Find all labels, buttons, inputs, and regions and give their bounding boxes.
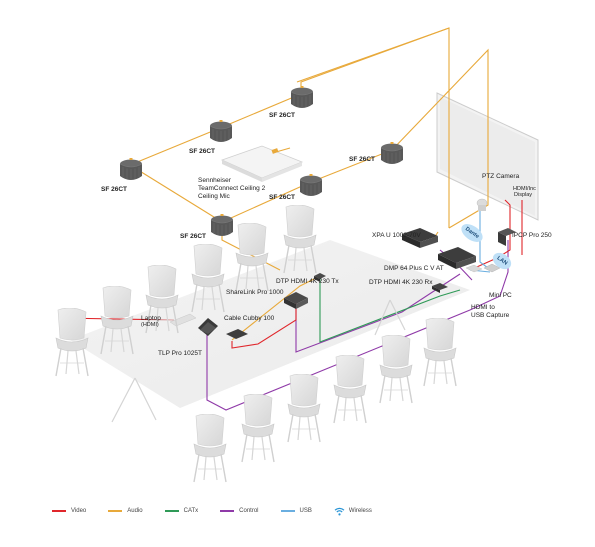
label-sf-top: SF 26CT — [269, 112, 296, 119]
label-sf-far-left: SF 26CT — [101, 186, 128, 193]
label-ptz-camera: PTZ Camera — [482, 173, 520, 180]
legend-label-catx: CATx — [183, 508, 199, 514]
legend-item-catx: CATx — [164, 508, 199, 514]
conference-table — [70, 240, 470, 408]
legend-item-usb: USB — [280, 508, 312, 514]
legend-swatch-catx — [164, 510, 179, 512]
catx-cabling — [319, 275, 461, 343]
label-sf-front: SF 26CT — [180, 233, 207, 240]
legend-label-video: Video — [71, 508, 87, 514]
speaker-sf-front — [210, 214, 234, 237]
ceiling-mic-panel — [220, 145, 304, 182]
legend-swatch-video — [52, 510, 66, 512]
label-ceiling-mic-line1: Sennheiser — [198, 177, 231, 184]
table-legs — [111, 299, 406, 423]
speaker-sf-right-mid — [299, 174, 323, 197]
speaker-sf-top — [290, 86, 314, 109]
label-cable-cubby: Cable Cubby 100 — [224, 315, 275, 322]
label-sf-left-back: SF 26CT — [189, 148, 216, 155]
label-xpa: XPA U 1002-70V — [372, 232, 421, 239]
legend-label-wireless: Wireless — [348, 508, 372, 514]
legend-label-usb: USB — [299, 508, 312, 514]
legend: Video Audio CATx Control USB Wireless — [52, 505, 394, 517]
label-sharelink: ShareLink Pro 1000 — [226, 289, 284, 296]
legend-item-video: Video — [52, 508, 86, 514]
legend-swatch-usb — [280, 510, 295, 512]
speaker-sf-right-back — [380, 142, 404, 165]
label-dtp-rx: DTP HDMI 4K 230 Rx — [369, 279, 433, 286]
label-display-line2: Display — [514, 192, 533, 198]
label-ipcp: IPCP Pro 250 — [512, 232, 552, 239]
label-sf-right-back: SF 26CT — [349, 156, 376, 163]
label-hdmi-usb-line2: USB Capture — [471, 312, 510, 319]
label-hdmi-usb-line1: HDMI to — [471, 304, 495, 311]
label-dtp-tx: DTP HDMI 4K 230 Tx — [276, 278, 339, 285]
label-mini-pc: Mini PC — [489, 292, 512, 299]
table-devices — [169, 273, 326, 339]
speaker-sf-left-back — [209, 120, 233, 143]
label-tlp: TLP Pro 1025T — [158, 350, 202, 357]
wifi-icon — [334, 507, 345, 515]
legend-swatch-audio — [108, 510, 123, 512]
label-laptop: Laptop — [141, 315, 161, 322]
label-ceiling-mic-line3: Ceiling Mic — [198, 193, 230, 200]
label-ceiling-mic-line2: TeamConnect Ceiling 2 — [198, 185, 266, 192]
legend-label-audio: Audio — [127, 508, 143, 514]
label-dmp: DMP 64 Plus C V AT — [384, 265, 444, 272]
legend-item-audio: Audio — [108, 508, 143, 514]
label-sf-right-mid: SF 26CT — [269, 194, 296, 201]
label-laptop-sub: (HDMI) — [141, 322, 159, 328]
label-display-line1: HDMI/Inc — [513, 186, 536, 192]
legend-swatch-control — [220, 510, 235, 512]
legend-item-control: Control — [220, 508, 259, 514]
rack-equipment — [402, 198, 516, 293]
legend-label-control: Control — [239, 508, 259, 514]
speaker-sf-far-left — [119, 158, 143, 181]
legend-item-wireless: Wireless — [334, 507, 372, 516]
